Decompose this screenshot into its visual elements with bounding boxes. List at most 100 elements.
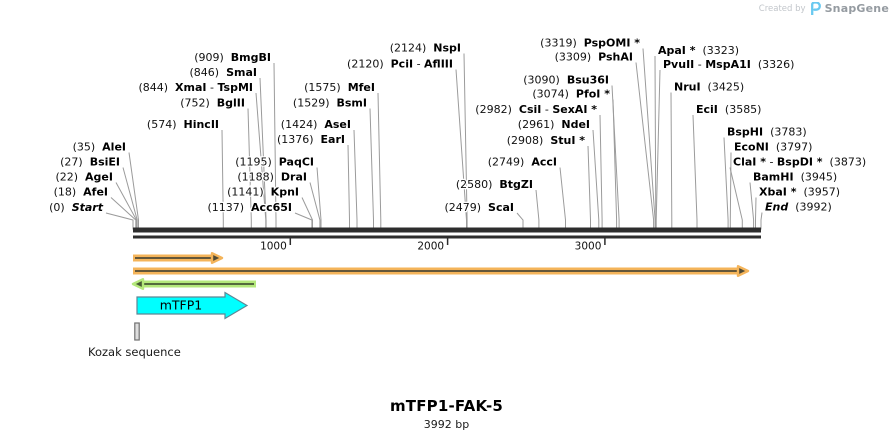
enzyme-label-BamHI: BamHI (3945) [753, 171, 837, 184]
enzyme-label-MfeI: (1575) MfeI [304, 81, 375, 94]
feature-reverse-feature [131, 278, 256, 290]
enzyme-label-BsmI: (1529) BsmI [293, 97, 367, 110]
enzyme-leader-line [760, 212, 763, 230]
enzyme-leader-line [611, 85, 620, 230]
snapgene-logo-icon [810, 2, 821, 15]
leader-lines [105, 48, 763, 230]
enzyme-label-PvuII-MspA1I: PvuII - MspA1I (3326) [663, 58, 794, 71]
enzyme-leader-line [353, 129, 358, 230]
scale-tick-label: 3000 [575, 241, 602, 253]
enzyme-leader-line [301, 197, 313, 230]
enzyme-leader-line [655, 69, 661, 230]
enzyme-leader-line [723, 137, 729, 230]
enzyme-leader-line [110, 197, 137, 230]
enzyme-label-ScaI: (2479) ScaI [444, 201, 514, 214]
kozak-marker-rect [134, 322, 140, 341]
enzyme-label-CsiI-SexAI: (2982) CsiI - SexAI * [475, 103, 597, 116]
enzyme-leader-line [221, 129, 224, 230]
enzyme-label-NdeI: (2961) NdeI [518, 118, 590, 131]
enzyme-leader-line [316, 167, 322, 230]
enzyme-label-KpnI: (1141) KpnI [227, 186, 299, 199]
enzyme-label-SmaI: (846) SmaI [190, 66, 257, 79]
enzyme-leader-line [259, 77, 267, 230]
enzyme-label-AgeI: (22) AgeI [55, 171, 113, 184]
enzyme-leader-line [516, 212, 524, 230]
enzyme-leader-line [294, 212, 313, 230]
enzyme-leader-line [369, 108, 374, 230]
map-length: 3992 bp [423, 418, 470, 431]
feature-kozak-marker [134, 322, 140, 341]
enzyme-leader-line [309, 182, 321, 230]
enzyme-label-PciI-AflIII: (2120) PciI - AflIII [347, 58, 453, 71]
enzyme-label-EciI: EciI (3585) [696, 103, 761, 116]
feature-mTFP1: mTFP1 [136, 291, 249, 320]
enzyme-labels: (0) Start (18) AfeI (22) AgeI (27) BsiEI (35… [48, 35, 868, 215]
enzyme-label-PfoI: (3074) PfoI * [532, 88, 610, 101]
enzyme-label-XmaI-TspMI: (844) XmaI - TspMI [138, 81, 253, 94]
enzyme-leader-line [729, 152, 732, 230]
enzyme-label-BspHI: BspHI (3783) [727, 126, 807, 139]
kozak-sequence-label: Kozak sequence [88, 345, 181, 359]
enzyme-leader-line [670, 92, 673, 230]
enzyme-leader-line [612, 99, 618, 230]
enzyme-label-NspI: (2124) NspI [390, 42, 461, 55]
enzyme-leader-line [377, 92, 382, 230]
enzyme-leader-line [247, 108, 252, 230]
sequence-bar-top [133, 227, 761, 233]
cds-arrow [136, 291, 249, 320]
enzyme-label-NruI: NruI (3425) [674, 81, 744, 94]
cds-label: mTFP1 [160, 298, 203, 313]
enzyme-leader-line [105, 212, 134, 230]
enzyme-leader-line [729, 167, 743, 230]
enzyme-label-Start: (0) Start [49, 201, 104, 214]
enzyme-leader-line [347, 144, 350, 230]
enzyme-label-Bsu36I: (3090) Bsu36I [523, 74, 609, 87]
enzyme-label-StuI: (2908) StuI * [507, 134, 586, 147]
enzyme-leader-line [592, 129, 600, 230]
enzyme-leader-line [535, 189, 540, 230]
title-block: mTFP1-FAK-5 3992 bp [0, 397, 893, 431]
enzyme-label-PspOMI: (3319) PspOMI * [540, 37, 640, 50]
enzyme-leader-line [654, 55, 657, 230]
enzyme-label-ApaI: ApaI * (3323) [658, 44, 739, 57]
enzyme-leader-line [692, 114, 698, 230]
enzyme-label-EcoNI: EcoNI (3797) [734, 141, 812, 154]
enzyme-label-BmgBI: (909) BmgBI [194, 51, 271, 64]
enzyme-label-BtgZI: (2580) BtgZI [456, 178, 533, 191]
enzyme-label-BsiEI: (27) BsiEI [60, 156, 120, 169]
created-by-text: Created by [758, 3, 806, 14]
enzyme-label-AfeI: (18) AfeI [54, 186, 108, 199]
enzyme-leader-line [635, 62, 655, 230]
enzyme-leader-line [463, 53, 468, 230]
enzyme-leader-line [599, 114, 603, 230]
enzyme-leader-line [115, 182, 137, 230]
enzyme-label-XbaI: XbaI * (3957) [759, 186, 840, 199]
enzyme-label-BglII: (752) BglII [180, 97, 245, 110]
snapgene-brand-text: SnapGene [824, 2, 889, 15]
enzyme-label-AleI: (35) AleI [73, 141, 126, 154]
enzyme-label-End: End (3992) [765, 201, 832, 214]
enzyme-label-ClaI-BspDI: ClaI * - BspDI * (3873) [733, 156, 866, 169]
enzyme-label-Acc65I: (1137) Acc65I [207, 201, 292, 214]
enzyme-leader-line [642, 48, 656, 230]
scale-tick-label: 1000 [260, 241, 287, 253]
enzyme-label-EarI: (1376) EarI [277, 133, 345, 146]
enzyme-leader-line [122, 167, 138, 230]
enzyme-label-DraI: (1188) DraI [237, 171, 307, 184]
enzyme-leader-line [749, 182, 755, 230]
enzyme-label-PaqCI: (1195) PaqCI [235, 156, 314, 169]
enzyme-leader-line [273, 62, 277, 230]
snapgene-watermark: Created by SnapGene [759, 2, 889, 15]
enzyme-label-HincII: (574) HincII [147, 118, 219, 131]
enzyme-leader-line [587, 145, 591, 230]
enzyme-label-PshAI: (3309) PshAI [555, 51, 633, 64]
enzyme-leader-line [128, 152, 139, 230]
enzyme-leader-line [755, 197, 757, 230]
feature-forward-feature-long [133, 265, 750, 277]
enzyme-leader-line [455, 69, 467, 230]
feature-forward-feature-short [133, 251, 224, 264]
enzyme-label-AccI: (2749) AccI [488, 156, 557, 169]
